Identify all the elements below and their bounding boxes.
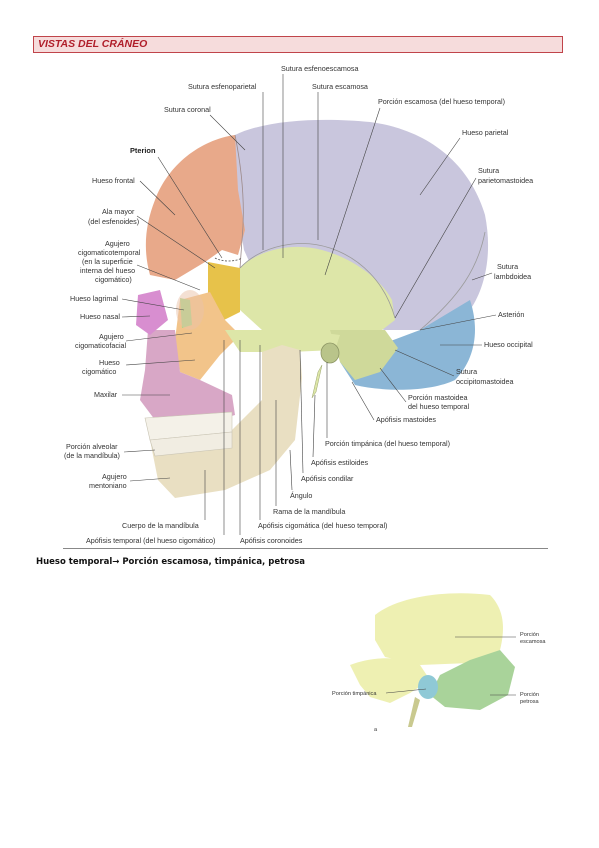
- styloid-process: [311, 364, 323, 399]
- nasal-bone: [136, 290, 168, 335]
- label-sutura-occipitomastoidea-2: occipitomastoidea: [456, 377, 514, 386]
- section-title-bar: VISTAS DEL CRÁNEO: [33, 36, 563, 53]
- label-porcion-escamosa: Porción escamosa (del hueso temporal): [378, 97, 505, 106]
- label-agujero-cigt-5: cigomático): [95, 275, 132, 284]
- label-apofisis-cigomatica: Apófisis cigomática (del hueso temporal): [258, 521, 387, 530]
- label-ala-mayor-2: (del esfenoides): [88, 217, 139, 226]
- label-sutura-esfenoescamosa: Sutura esfenoescamosa: [281, 64, 359, 73]
- orbit: [176, 290, 204, 330]
- label-apofisis-estiloides: Apófisis estiloides: [311, 458, 369, 467]
- temporal-mastoid: [330, 330, 398, 380]
- label-hueso-occipital: Hueso occipital: [484, 340, 533, 349]
- label-sutura-parietomastoidea-2: parietomastoidea: [478, 176, 533, 185]
- label-sutura-lambdoidea-2: lambdoidea: [494, 272, 531, 281]
- label-sutura-esfenoparietal: Sutura esfenoparietal: [188, 82, 257, 91]
- label-hueso-frontal: Hueso frontal: [92, 176, 135, 185]
- label-porcion-alveolar-2: (de la mandíbula): [64, 451, 120, 460]
- label-porcion-mastoidea-1: Porción mastoidea: [408, 393, 468, 402]
- label-asterion: Asterión: [498, 310, 524, 319]
- temporal-label-petrosa-1: Porción: [520, 692, 539, 698]
- mandible-bone: [150, 345, 302, 498]
- label-agujero-mentoniano-1: Agujero: [102, 472, 127, 481]
- label-sutura-parietomastoidea-1: Sutura: [478, 166, 499, 175]
- label-hueso-nasal: Hueso nasal: [80, 312, 120, 321]
- label-sutura-occipitomastoidea-1: Sutura: [456, 367, 477, 376]
- label-porcion-timpanica: Porción timpánica (del hueso temporal): [325, 439, 450, 448]
- label-apofisis-coronoides: Apófisis coronoides: [240, 536, 303, 545]
- label-agujero-cigf-2: cigomaticofacial: [75, 341, 127, 350]
- label-porcion-alveolar-1: Porción alveolar: [66, 442, 118, 451]
- label-hueso-cigomatico-2: cigomático: [82, 367, 116, 376]
- squamous-suture: [239, 243, 396, 319]
- label-ala-mayor-1: Ala mayor: [102, 207, 135, 216]
- label-hueso-parietal: Hueso parietal: [462, 128, 509, 137]
- label-agujero-mentoniano-2: mentoniano: [89, 481, 127, 490]
- skull-lateral-view-figure: Sutura esfenoescamosa Sutura esfenoparie…: [64, 64, 533, 545]
- timpanica-region: [350, 658, 430, 703]
- label-sutura-escamosa: Sutura escamosa: [312, 82, 368, 91]
- temporal-label-petrosa-2: petrosa: [520, 699, 540, 705]
- label-agujero-cigt-4: interna del hueso: [80, 266, 135, 275]
- lambdoid-suture: [419, 231, 486, 331]
- frontal-bone: [145, 135, 245, 280]
- label-agujero-cigf-1: Agujero: [99, 332, 124, 341]
- temporal-label-escamosa-2: escamosa: [520, 639, 546, 645]
- label-cuerpo-mandibula: Cuerpo de la mandíbula: [122, 521, 199, 530]
- label-hueso-cigomatico-1: Hueso: [99, 358, 120, 367]
- label-agujero-cigt-2: cigomaticotemporal: [78, 248, 141, 257]
- label-hueso-lagrimal: Hueso lagrimal: [70, 294, 118, 303]
- temporal-label-timpanica: Porción timpánica: [332, 691, 377, 697]
- pterion-dashed: [214, 257, 243, 262]
- label-pterion: Pterion: [130, 146, 156, 155]
- label-maxilar: Maxilar: [94, 390, 118, 399]
- label-rama-mandibula: Rama de la mandíbula: [273, 507, 345, 516]
- label-apofisis-temporal: Apófisis temporal (del hueso cigomático): [86, 536, 215, 545]
- label-sutura-lambdoidea-1: Sutura: [497, 262, 518, 271]
- coronal-suture: [234, 134, 244, 269]
- teeth-lower: [149, 431, 233, 457]
- label-apofisis-condilar: Apófisis condilar: [301, 474, 354, 483]
- figure-divider: [63, 548, 548, 549]
- escamosa-region: [375, 593, 503, 665]
- temporal-bone: [240, 246, 395, 338]
- maxilla-bone: [140, 330, 235, 425]
- label-angulo: Ángulo: [290, 491, 312, 500]
- external-acoustic-meatus: [320, 342, 340, 364]
- temporal-bone-figure: Porción escamosa Porción timpánica Porci…: [332, 593, 546, 733]
- temporal-figure-letter: a: [374, 727, 378, 733]
- temporal-label-escamosa-1: Porción: [520, 632, 539, 638]
- label-agujero-cigt-1: Agujero: [105, 239, 130, 248]
- section-title: VISTAS DEL CRÁNEO: [38, 38, 148, 50]
- label-apofisis-mastoides: Apófisis mastoides: [376, 415, 436, 424]
- label-porcion-mastoidea-2: del hueso temporal: [408, 402, 470, 411]
- styloid-small: [408, 697, 420, 727]
- tympanic-opening: [418, 675, 438, 699]
- caption-temporal-bone: Hueso temporal→ Porción escamosa, timpán…: [36, 557, 305, 567]
- zygomatic-arch: [225, 330, 340, 352]
- label-agujero-cigt-3: (en la superficie: [82, 257, 133, 266]
- label-sutura-coronal: Sutura coronal: [164, 105, 211, 114]
